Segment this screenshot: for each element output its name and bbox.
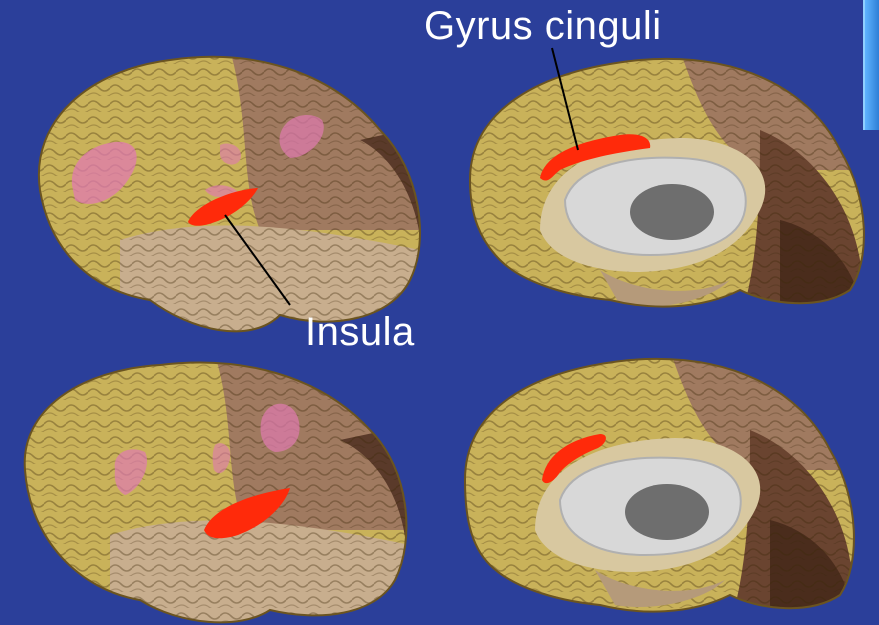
medial-brain-bottom <box>455 350 875 625</box>
insula-label: Insula <box>305 312 415 352</box>
lateral-brain-bottom <box>15 355 435 625</box>
edge-tab <box>863 0 879 130</box>
medial-brain-top <box>460 50 879 320</box>
gyrus-cinguli-label: Gyrus cinguli <box>424 6 662 46</box>
lateral-brain-top <box>30 50 450 350</box>
